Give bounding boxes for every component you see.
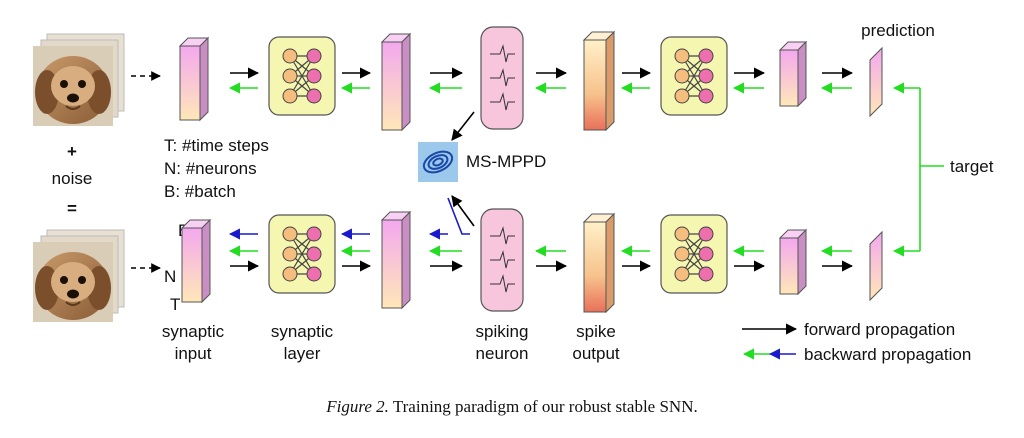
legend-batch: B: #batch bbox=[164, 182, 236, 201]
synaptic-input-block-bottom bbox=[180, 218, 212, 304]
noisy-image-stack bbox=[33, 229, 125, 322]
target-label: target bbox=[950, 157, 994, 176]
plus-sign: + bbox=[67, 142, 77, 161]
spike-output-label-1: spike bbox=[576, 322, 616, 341]
membrane-block-bottom bbox=[380, 210, 412, 310]
spiking-neuron-label-2: neuron bbox=[476, 344, 529, 363]
noise-label: noise bbox=[52, 169, 93, 188]
forward-legend-label: forward propagation bbox=[804, 320, 955, 339]
hidden-block-bottom bbox=[778, 228, 808, 296]
synaptic-layer-top bbox=[268, 36, 336, 116]
prediction-label: prediction bbox=[861, 21, 935, 40]
attack-path bbox=[447, 197, 470, 235]
figure-caption: Figure 2. Training paradigm of our robus… bbox=[0, 397, 1024, 417]
synaptic-layer-bottom-2 bbox=[660, 214, 728, 294]
synaptic-layer-label-1: synaptic bbox=[271, 322, 334, 341]
membrane-block-top bbox=[380, 32, 412, 132]
spiking-neuron-top bbox=[480, 26, 524, 130]
synaptic-layer-bottom bbox=[268, 214, 336, 294]
caption-text: Training paradigm of our robust stable S… bbox=[388, 397, 698, 416]
training-diagram: + noise = prediction bbox=[33, 21, 994, 364]
axis-t-label: T bbox=[170, 295, 180, 314]
spiking-neuron-bottom bbox=[480, 208, 524, 312]
synaptic-input-label-2: input bbox=[175, 344, 212, 363]
figure-number: Figure 2. bbox=[326, 397, 389, 416]
spiking-neuron-label-1: spiking bbox=[476, 322, 529, 341]
target-bracket bbox=[892, 82, 944, 257]
clean-image-stack bbox=[33, 33, 125, 126]
synaptic-layer-top-2 bbox=[660, 36, 728, 116]
mppd-box bbox=[418, 142, 458, 182]
legend-neurons: N: #neurons bbox=[164, 159, 257, 178]
equals-sign: = bbox=[67, 199, 77, 218]
hidden-block-top bbox=[778, 40, 808, 108]
prediction-bottom bbox=[869, 230, 883, 302]
axis-n-label: N bbox=[164, 267, 176, 286]
legend-time-steps: T: #time steps bbox=[164, 136, 269, 155]
mppd-label: MS-MPPD bbox=[466, 152, 546, 171]
spike-output-block-bottom bbox=[582, 212, 616, 314]
synaptic-input-block-top bbox=[178, 36, 210, 122]
backward-legend-label: backward propagation bbox=[804, 345, 971, 364]
spike-output-label-2: output bbox=[572, 344, 620, 363]
prediction-top bbox=[869, 46, 883, 118]
synaptic-layer-label-2: layer bbox=[284, 344, 321, 363]
synaptic-input-label-1: synaptic bbox=[162, 322, 225, 341]
spike-output-block-top bbox=[582, 30, 616, 132]
